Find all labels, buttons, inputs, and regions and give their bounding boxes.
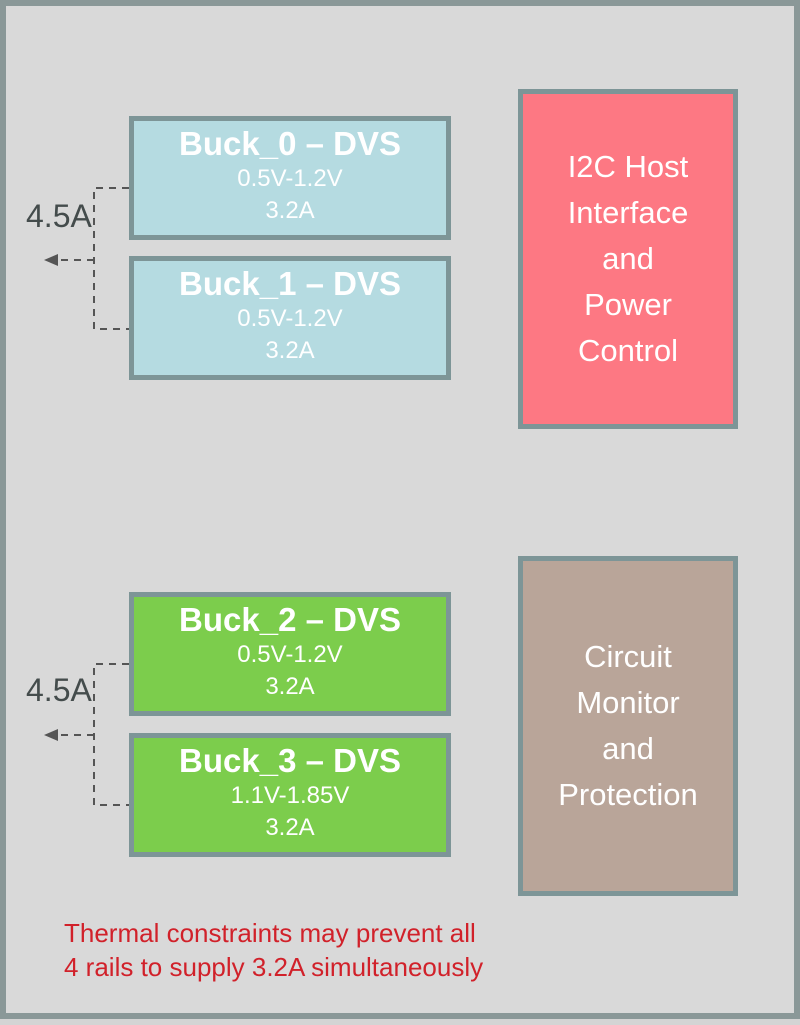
thermal-note-line-1: Thermal constraints may prevent all <box>64 918 476 948</box>
top-rail-current-label: 4.5A <box>26 198 92 234</box>
i2c-block-line: and <box>602 241 654 276</box>
monitor-block-line: Monitor <box>576 685 680 720</box>
bottom-arrow-head <box>44 729 58 741</box>
i2c-block-line: Power <box>584 287 672 322</box>
monitor-block-line: and <box>602 731 654 766</box>
top-arrow-head <box>44 254 58 266</box>
buck-0-current: 3.2A <box>265 197 315 224</box>
buck-3-current: 3.2A <box>265 814 315 841</box>
buck-1-box: Buck_1 – DVS 0.5V-1.2V 3.2A <box>129 256 451 380</box>
buck-1-current: 3.2A <box>265 337 315 364</box>
circuit-monitor-block: Circuit Monitor and Protection <box>518 556 738 896</box>
buck-2-current: 3.2A <box>265 673 315 700</box>
i2c-block-line: I2C Host <box>567 149 689 184</box>
i2c-block-line: Control <box>578 333 678 368</box>
i2c-block-line: Interface <box>567 195 689 230</box>
buck-1-title: Buck_1 – DVS <box>179 265 401 302</box>
top-bracket-line <box>93 187 129 330</box>
buck-3-title: Buck_3 – DVS <box>179 742 401 779</box>
i2c-host-interface-block: I2C Host Interface and Power Control <box>518 89 738 429</box>
buck-3-voltage-range: 1.1V-1.85V <box>230 782 350 809</box>
buck-0-voltage-range: 0.5V-1.2V <box>237 165 343 192</box>
thermal-note: Thermal constraints may prevent all 4 ra… <box>64 916 483 984</box>
buck-2-title: Buck_2 – DVS <box>179 601 401 638</box>
monitor-block-line: Protection <box>558 777 698 812</box>
thermal-note-line-2: 4 rails to supply 3.2A simultaneously <box>64 952 484 982</box>
buck-0-title: Buck_0 – DVS <box>179 125 401 162</box>
bottom-bracket-line <box>93 663 129 806</box>
buck-2-box: Buck_2 – DVS 0.5V-1.2V 3.2A <box>129 592 451 716</box>
buck-2-voltage-range: 0.5V-1.2V <box>237 641 343 668</box>
monitor-block-line: Circuit <box>584 639 672 674</box>
buck-0-box: Buck_0 – DVS 0.5V-1.2V 3.2A <box>129 116 451 240</box>
bottom-rail-current-label: 4.5A <box>26 672 92 708</box>
buck-3-box: Buck_3 – DVS 1.1V-1.85V 3.2A <box>129 733 451 857</box>
buck-1-voltage-range: 0.5V-1.2V <box>237 305 343 332</box>
